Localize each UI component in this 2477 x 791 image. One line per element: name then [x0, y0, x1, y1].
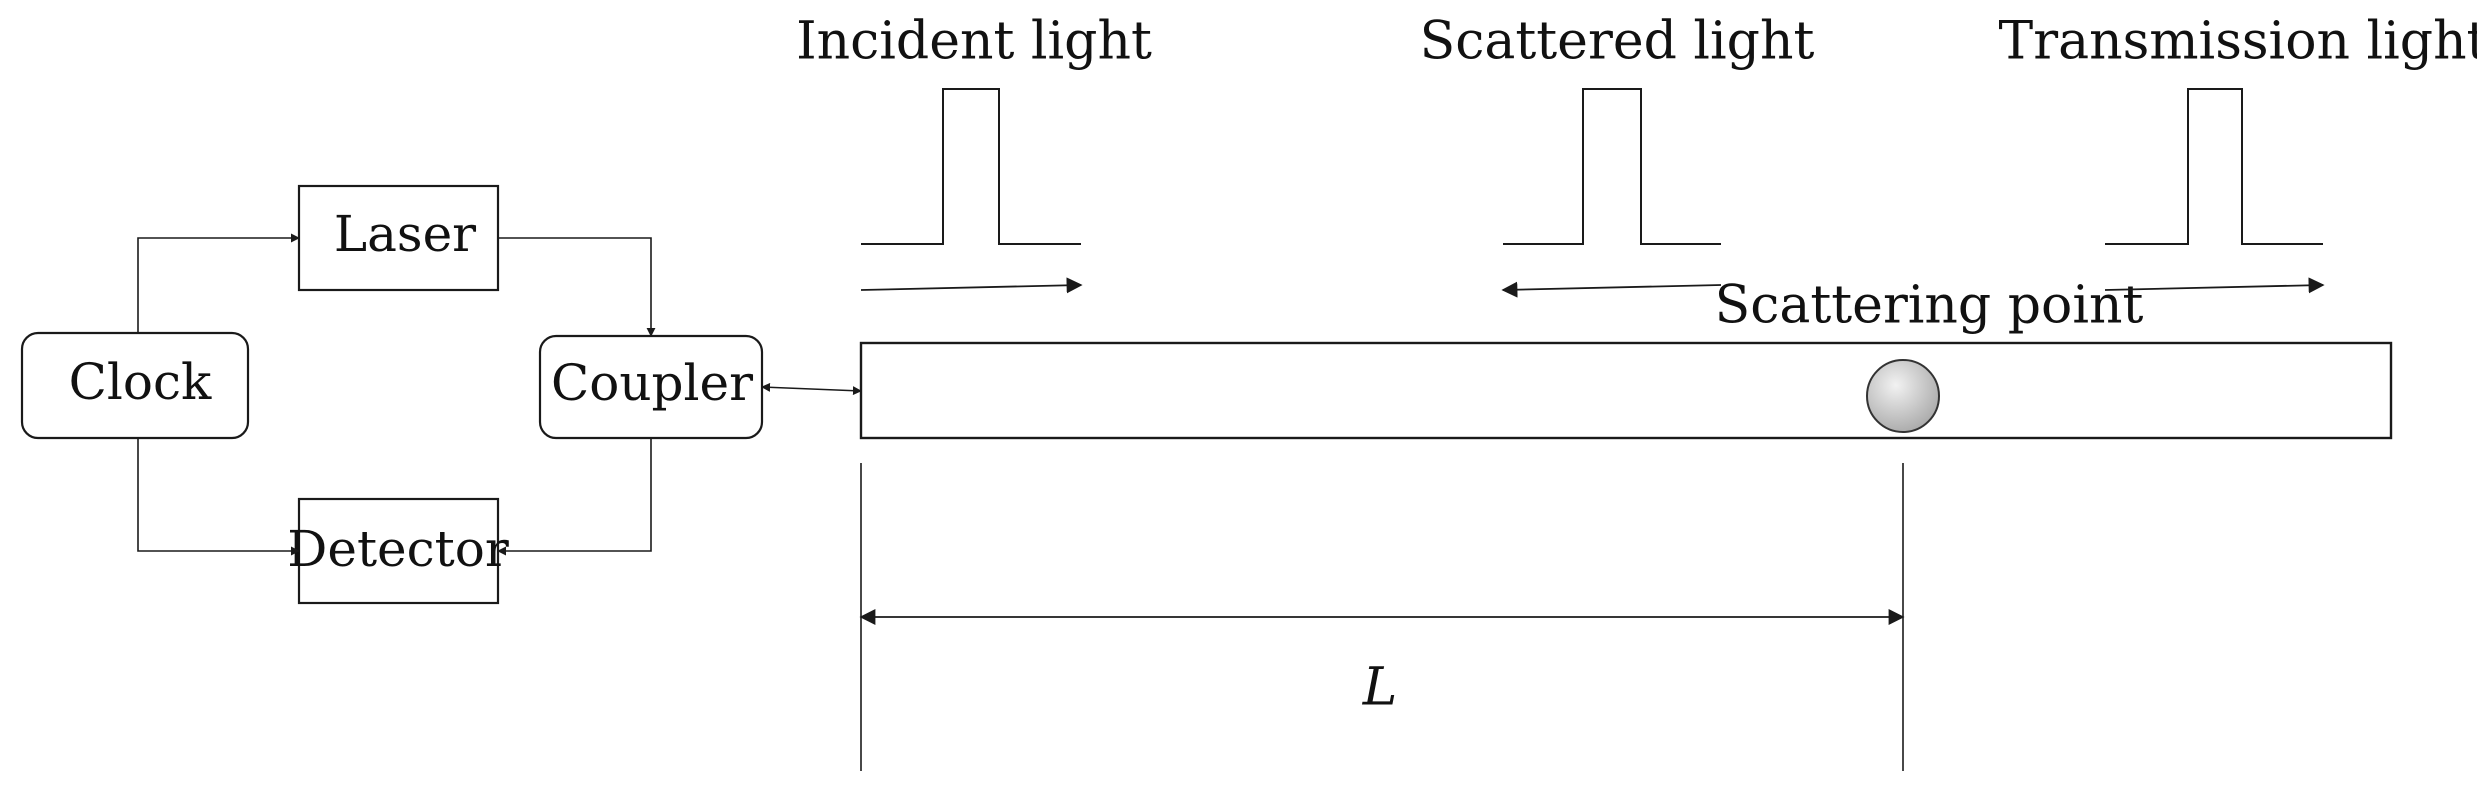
scattered-pulse-waveform [1503, 88, 1721, 245]
scattered-direction-arrow [1501, 281, 1722, 298]
laser-block: Laser [297, 184, 500, 292]
incident-direction-arrow [860, 277, 1083, 294]
clock-to-laser-connector [137, 233, 300, 333]
scattered-light-label: Scattered light [1420, 12, 1815, 72]
laser-label: Laser [334, 205, 476, 263]
clock-box [20, 331, 250, 440]
clock-block: Clock [20, 331, 250, 440]
scattering-point-label: Scattering point [1715, 276, 2144, 336]
coupler-fiber-link-arrow [761, 382, 862, 396]
laser-to-coupler-connector [498, 237, 656, 337]
incident-pulse-waveform [861, 88, 1081, 245]
incident-light-pulse: Incident light [796, 12, 1152, 294]
distance-label: L [1362, 658, 1398, 718]
detector-label: Detector [287, 520, 509, 578]
transmission-pulse-waveform [2105, 88, 2323, 245]
clock-label: Clock [69, 353, 212, 411]
detector-block: Detector [287, 497, 509, 605]
optical-fiber [859, 341, 2393, 440]
transmission-direction-arrow [2104, 277, 2325, 294]
transmission-light-pulse: Transmission light [1999, 12, 2477, 294]
incident-light-label: Incident light [796, 12, 1152, 72]
coupler-label: Coupler [551, 354, 753, 412]
coupler-to-detector-connector [497, 438, 652, 556]
scattering-point-marker [1866, 359, 1940, 433]
coupler-block: Coupler [538, 334, 764, 440]
transmission-light-label: Transmission light [1999, 12, 2477, 72]
clock-to-detector-connector [137, 438, 300, 556]
scattered-light-pulse: Scattered light [1420, 12, 1815, 298]
